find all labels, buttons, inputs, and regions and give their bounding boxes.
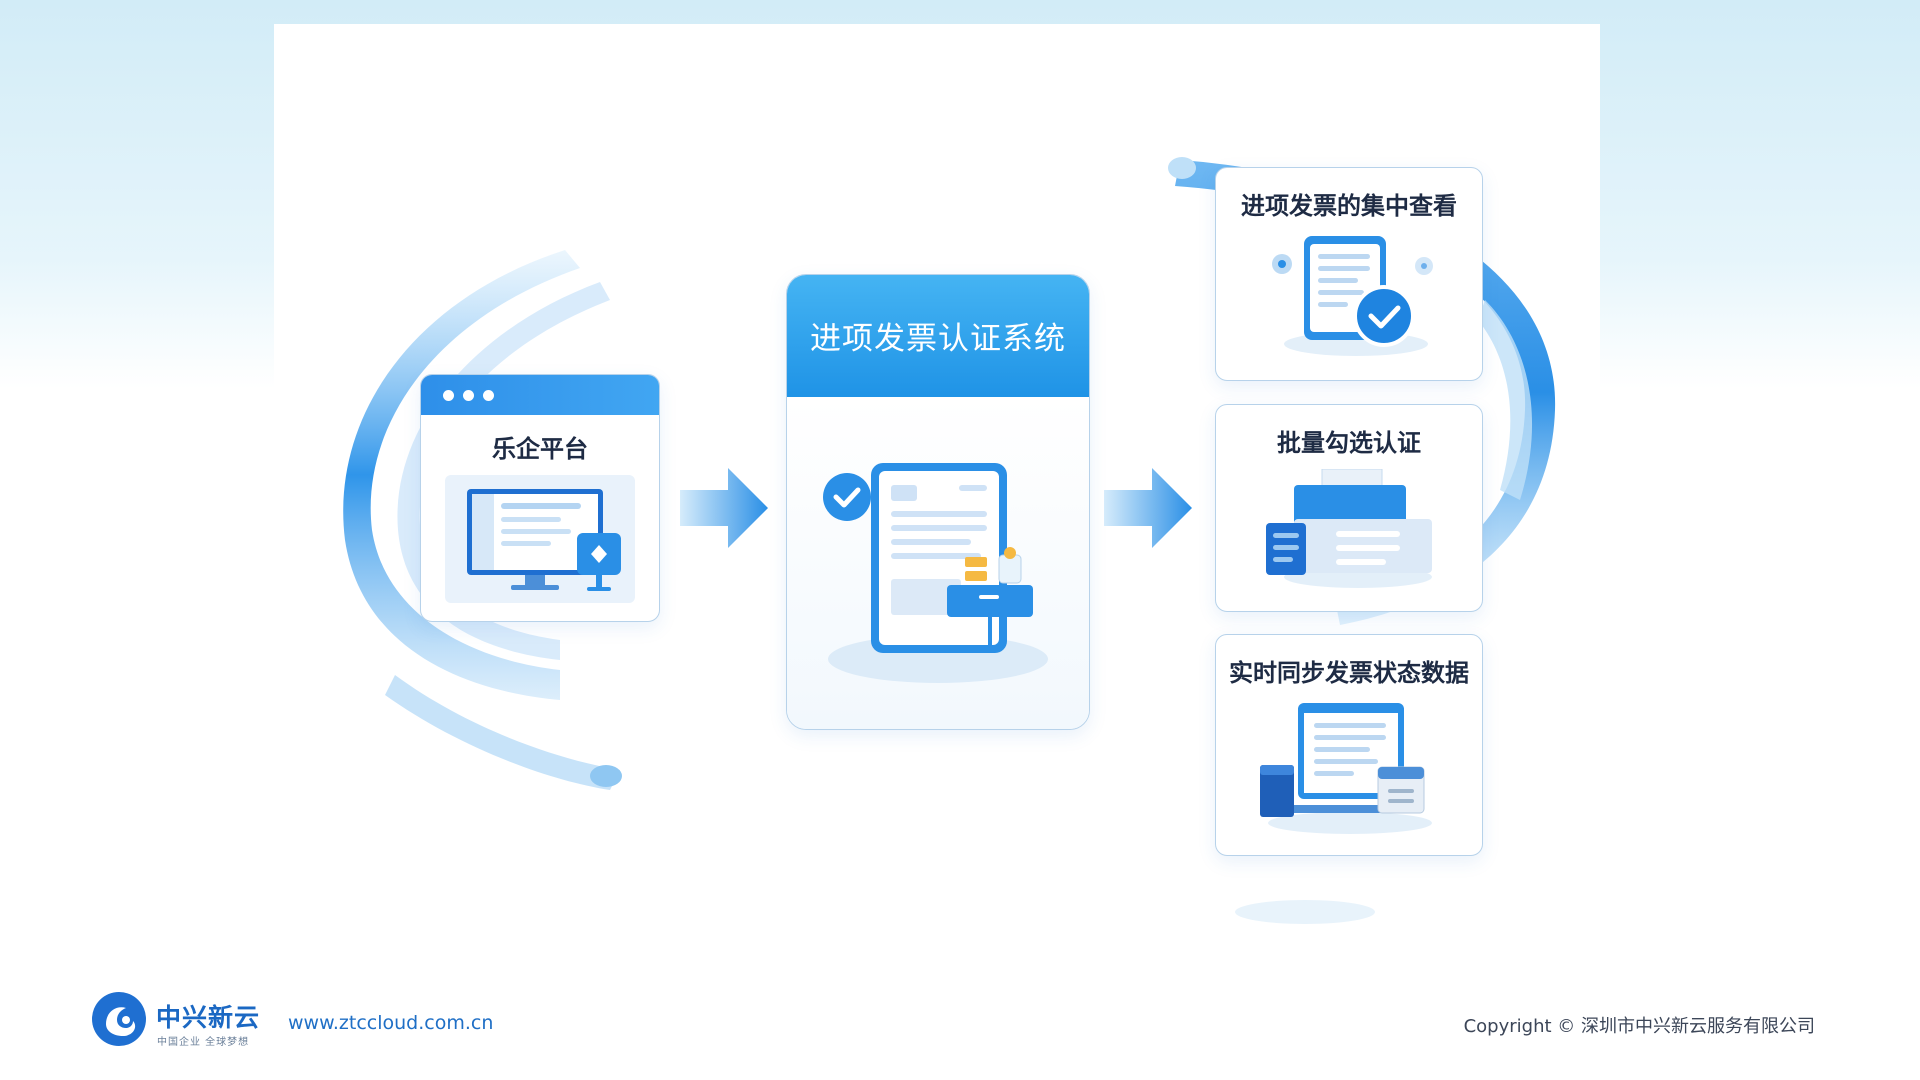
website-link[interactable]: www.ztccloud.com.cn (288, 1012, 494, 1034)
printer-icon (1266, 469, 1432, 588)
center-box-title: 进项发票认证系统 (810, 321, 1066, 357)
center-box: 进项发票认证系统 (786, 274, 1090, 730)
window-title-bar (421, 375, 659, 415)
output-box: 进项发票的集中查看 (1215, 167, 1483, 381)
flow-arrow (1104, 468, 1192, 548)
window-dot (443, 390, 454, 401)
brand-logo-icon (92, 992, 146, 1046)
output-box-title: 实时同步发票状态数据 (1229, 659, 1469, 687)
desktop-computer-icon (445, 475, 635, 603)
output-box: 实时同步发票状态数据 (1215, 634, 1483, 856)
check-circle-icon (1272, 236, 1433, 356)
brand-tagline: 中国企业 全球梦想 (157, 1037, 250, 1048)
copyright-text: Copyright © 深圳市中兴新云服务有限公司 (1463, 1016, 1815, 1037)
monitor-sync-icon (1260, 703, 1432, 834)
source-box: 乐企平台 (420, 374, 660, 622)
output-box-title: 进项发票的集中查看 (1241, 192, 1457, 220)
flow-arrow (680, 468, 768, 548)
window-dot (483, 390, 494, 401)
window-dot (463, 390, 474, 401)
center-box-header: 进项发票认证系统 (787, 275, 1089, 397)
left-ribbon (343, 250, 622, 790)
brand-name: 中兴新云 (156, 1003, 261, 1032)
source-box-title: 乐企平台 (492, 435, 588, 463)
invoice-tablet-icon (823, 463, 1048, 683)
output-box: 批量勾选认证 (1215, 404, 1483, 612)
output-box-title: 批量勾选认证 (1277, 429, 1421, 457)
